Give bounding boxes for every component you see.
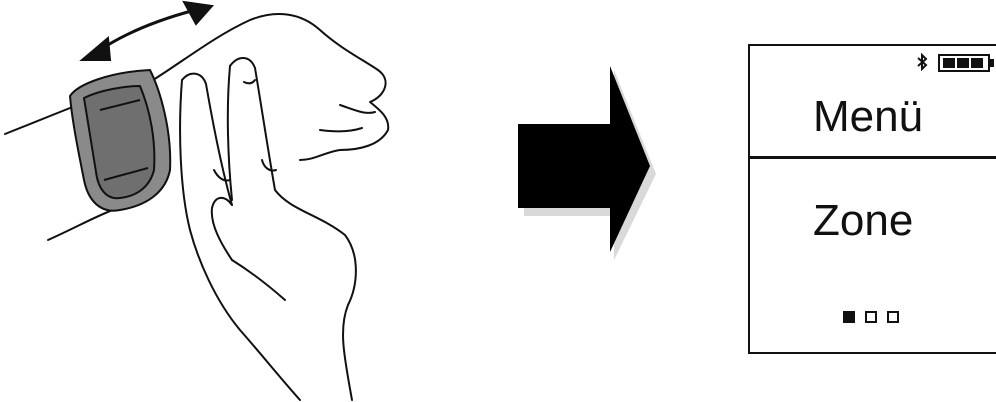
page-indicator [843,311,899,323]
page-dot [865,311,877,323]
page-dot [843,311,855,323]
two-finger-tap-hand-icon [0,0,420,402]
device-screen: Menü Zone [748,44,996,354]
right-arrow-icon [518,66,658,266]
screen-divider [750,156,996,159]
bluetooth-icon [916,53,928,71]
menu-title: Menü [813,92,923,142]
status-bar [750,46,996,76]
zone-menu-item: Zone [813,196,913,246]
battery-full-icon [938,54,996,72]
page-dot [887,311,899,323]
